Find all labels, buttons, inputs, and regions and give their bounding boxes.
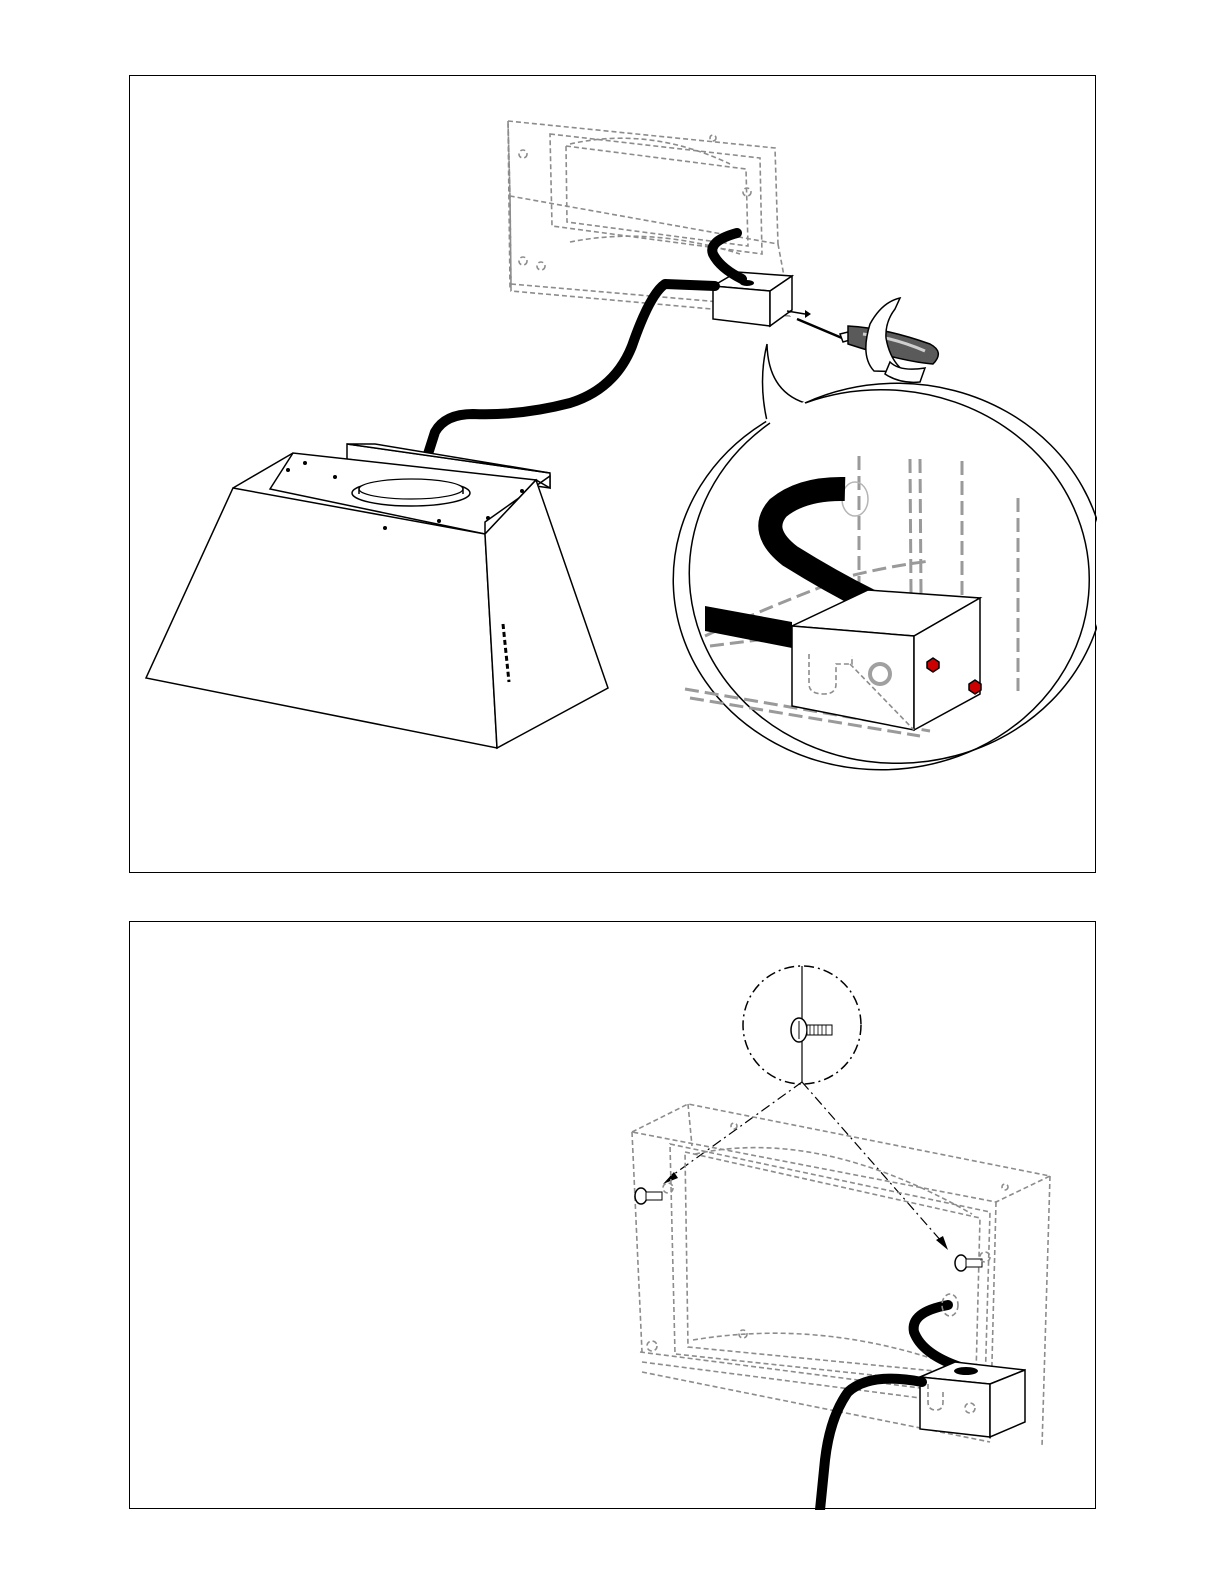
power-cable [820,1379,922,1510]
junction-box [920,1362,1025,1437]
installation-diagram-bottom [130,922,1097,1510]
hood-body [146,444,608,748]
detail-callout [673,344,1097,770]
power-cable [428,284,715,454]
installation-diagram-top [130,76,1097,874]
junction-box [713,272,792,326]
screw-detail-callout [743,966,861,1084]
figure-panel-bottom [129,921,1096,1509]
figure-panel-top [129,75,1096,873]
mounting-screw-left [635,1183,673,1204]
mounting-screw-right [955,1252,990,1271]
power-cable-upper [712,233,742,279]
